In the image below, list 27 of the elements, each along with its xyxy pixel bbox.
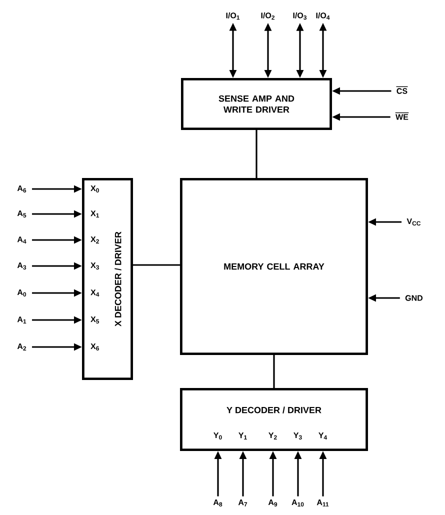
signal-label: A$_{8}$ xyxy=(213,500,222,506)
memory-array-block: MEMORY CELL ARRAY xyxy=(180,178,368,355)
connector-line xyxy=(256,130,258,178)
signal-label: A$_{9}$ xyxy=(268,500,278,506)
signal-label: GND xyxy=(405,295,423,301)
driver-block: SENSE AMP AND WRITE DRIVER xyxy=(181,78,332,130)
decoder-block: X DECODER / DRIVER X$_{0}$ X$_{1}$ X$_{2}$ X$_{3}$ X$_{4}$ X$_{5}$ X$_{6}$ xyxy=(82,178,133,380)
decoder-block: Y DECODER / DRIVER Y$_{0}$ Y$_{1}$ Y$_{2}$ Y$_{3}$ Y$_{4}$ xyxy=(180,388,368,451)
signal-label: A$_{1}$ xyxy=(17,316,26,324)
signal-label: A$_{2}$ xyxy=(17,344,26,350)
signal-label: I/O$_{4}$ xyxy=(316,12,330,20)
signal-label: I/O$_{2}$ xyxy=(261,12,275,20)
signal-label: A$_{6}$ xyxy=(17,186,26,192)
connector-line xyxy=(273,355,275,388)
signal-label: A$_{0}$ xyxy=(17,290,26,296)
signal-label: WE xyxy=(395,112,409,120)
signal-label: I/O$_{1}$ xyxy=(226,12,240,20)
signal-label: A$_{7}$ xyxy=(238,500,248,506)
signal-label: A$_{5}$ xyxy=(17,210,26,218)
connector-line xyxy=(133,264,180,266)
signal-label: A$_{4}$ xyxy=(17,236,26,244)
signal-label: CS xyxy=(396,86,408,94)
signal-label: I/O$_{3}$ xyxy=(293,12,307,20)
signal-label: A$_{11}$ xyxy=(316,500,329,506)
signal-label: A$_{3}$ xyxy=(17,262,26,270)
signal-label: V$_{CC}$ xyxy=(406,218,421,226)
signal-label: A$_{10}$ xyxy=(292,500,304,506)
